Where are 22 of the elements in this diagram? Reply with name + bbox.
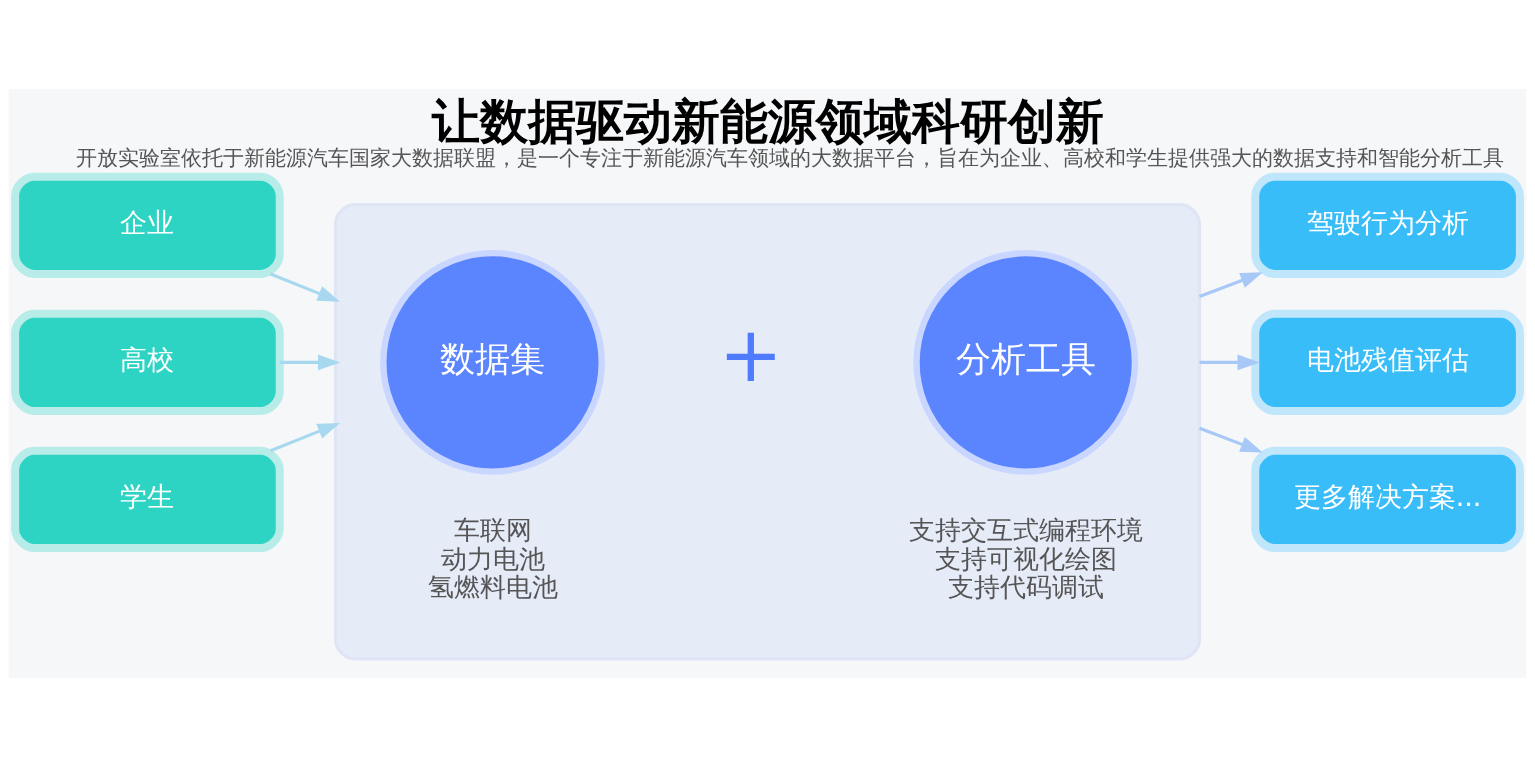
arrow bbox=[1199, 354, 1260, 371]
node-box: 驾驶行为分析 bbox=[1251, 172, 1524, 278]
node-box: 学生 bbox=[11, 446, 284, 553]
label: + bbox=[718, 310, 783, 400]
node-label: 车联网 bbox=[453, 515, 532, 545]
node-label: 支持代码调试 bbox=[947, 572, 1104, 603]
arrow bbox=[1198, 272, 1263, 299]
node-label: 动力电池 bbox=[440, 543, 545, 574]
node-box: 高校 bbox=[11, 309, 284, 415]
node-box: 更多解决方案... bbox=[1251, 446, 1524, 553]
node-label: 支持交互式编程环境 bbox=[908, 515, 1143, 545]
node-box: 企业 bbox=[11, 172, 284, 278]
node-box: 电池残值评估 bbox=[1251, 309, 1524, 415]
node-label: 氢燃料电池 bbox=[427, 572, 558, 603]
node-circle: 数据集 bbox=[380, 250, 605, 475]
arrow bbox=[269, 272, 340, 302]
arrow bbox=[269, 422, 340, 453]
arrow bbox=[279, 354, 341, 371]
arrow bbox=[1198, 426, 1263, 453]
node-circle: 分析工具 bbox=[913, 250, 1139, 475]
node-label: 支持可视化绘图 bbox=[934, 543, 1117, 574]
cluster bbox=[333, 202, 1202, 661]
